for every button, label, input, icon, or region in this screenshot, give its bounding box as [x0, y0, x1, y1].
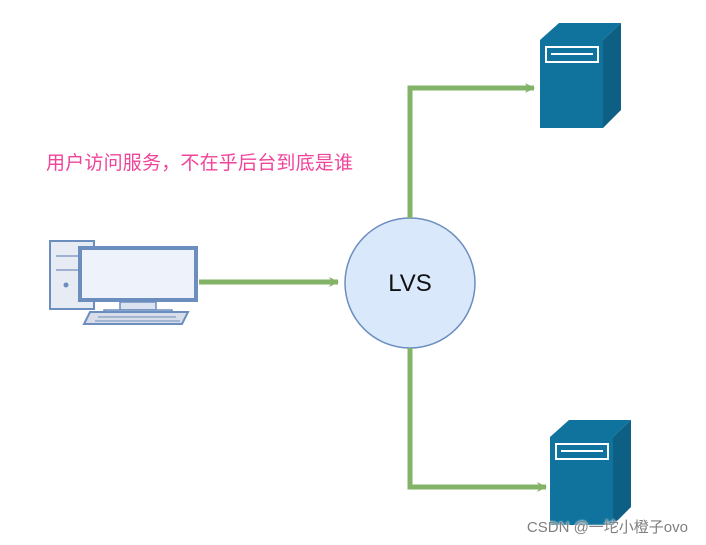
bottom-server-icon — [550, 420, 631, 525]
user-access-annotation: 用户访问服务，不在乎后台到底是谁 — [46, 152, 354, 174]
csdn-watermark: CSDN @一坨小橙子ovo — [526, 519, 688, 536]
lvs-to-top-server-arrow — [407, 83, 535, 218]
lvs-node-label: LVS — [388, 270, 432, 297]
lvs-to-bottom-server-arrow — [407, 348, 547, 492]
top-server-icon — [540, 23, 621, 128]
client-computer-icon — [49, 240, 198, 325]
